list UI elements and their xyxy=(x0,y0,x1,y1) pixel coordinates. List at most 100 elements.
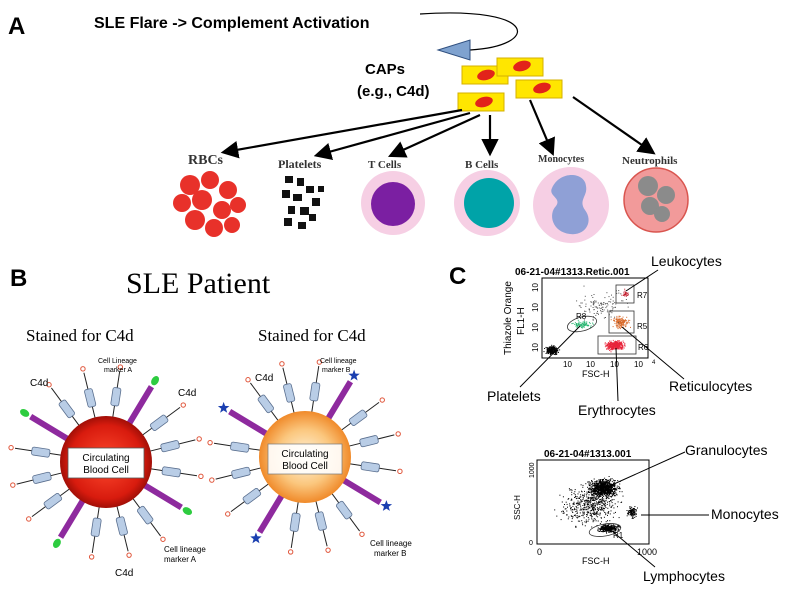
gate-r7-label: R7 xyxy=(637,291,648,300)
left-c4d-label-b: C4d xyxy=(178,388,196,399)
cap-block-icon xyxy=(515,79,563,99)
right-cell-label-line2: Blood Cell xyxy=(282,461,328,472)
marker-b-icon xyxy=(380,500,393,511)
left-c4d-schematic: Stained for C4d Circulating Blood Cell C… xyxy=(8,326,206,579)
right-cell-label-line1: Circulating xyxy=(281,449,328,460)
plot2-events xyxy=(554,476,638,534)
neutrophil-icon xyxy=(623,167,689,233)
lineage-marker-stalk xyxy=(142,482,183,511)
lineage-marker-stalk xyxy=(325,380,354,421)
panel-b-letter: B xyxy=(10,265,27,292)
fluor-tag-icon xyxy=(207,439,213,446)
plot1-tick-exponents: 4 xyxy=(652,360,656,366)
c4d-antibody-icon xyxy=(257,394,274,414)
c4d-antibody-icon xyxy=(84,388,97,408)
plot1-frame xyxy=(541,277,649,359)
fluor-tag-icon xyxy=(117,364,124,370)
c4d-antibody-icon xyxy=(110,387,122,407)
fluor-tag-icon xyxy=(287,549,294,555)
fluor-tag-icon xyxy=(180,402,186,408)
left-c4d-label-a: C4d xyxy=(30,378,48,389)
right-marker-bottom-line1: Cell lineage xyxy=(370,539,412,548)
c4d-antibody-icon xyxy=(242,488,262,505)
c4d-antibody-icon xyxy=(314,511,327,531)
fluor-tag-icon xyxy=(397,468,403,475)
fluor-tag-icon xyxy=(10,482,16,488)
left-marker-top-line2: marker A xyxy=(104,367,132,374)
callout-granulocytes: Granulocytes xyxy=(685,442,767,458)
lineage-marker-stalk xyxy=(228,408,269,437)
flow-plot-reticulocytes: 06-21-04#1313.Retic.001 Thiazole Orange … xyxy=(487,253,752,418)
panel-a-letter: A xyxy=(8,13,25,40)
plot1-x-tick: 10 xyxy=(610,360,619,369)
panel-b: B SLE Patient Stained for C4d Circulatin… xyxy=(8,265,412,579)
fluor-tag-icon xyxy=(279,361,285,367)
c4d-antibody-icon xyxy=(289,512,301,532)
plot1-xlabel: FSC-H xyxy=(582,369,610,379)
plot1-events xyxy=(543,285,631,356)
c4d-antibody-icon xyxy=(359,435,379,448)
left-marker-top-line1: Cell Lineage xyxy=(98,358,137,365)
fluor-tag-icon xyxy=(88,554,95,560)
marker-b-icon xyxy=(217,401,230,413)
callout-reticulocytes-line xyxy=(621,326,685,380)
cell-label-neutrophils: Neutrophils xyxy=(622,155,678,167)
plot1-y-tick: 10 xyxy=(531,323,540,332)
plot1-y-tick: 10 xyxy=(531,283,540,292)
marker-a-icon xyxy=(52,538,61,548)
rbc-cluster-icon xyxy=(173,171,246,237)
fluor-tag-icon xyxy=(196,436,202,442)
marker-a-icon xyxy=(151,376,160,386)
plot2-x-tick-zero: 0 xyxy=(537,547,542,557)
c4d-antibody-icon xyxy=(115,516,128,536)
callout-erythrocytes-line xyxy=(615,347,619,402)
gate-r6 xyxy=(597,335,637,355)
b-cell-icon xyxy=(454,170,520,236)
cell-label-platelets: Platelets xyxy=(278,157,322,171)
plot2-y-tick-top: 1000 xyxy=(529,462,536,478)
fluor-tag-icon xyxy=(359,531,365,537)
right-stain-title: Stained for C4d xyxy=(258,326,366,345)
plot2-ylabel: SSC-H xyxy=(513,495,522,520)
cell-label-tcells: T Cells xyxy=(368,159,402,171)
cell-label-bcells: B Cells xyxy=(465,159,499,171)
callout-leukocytes: Leukocytes xyxy=(651,253,722,269)
plot1-ylabel-1: Thiazole Orange xyxy=(503,281,514,355)
left-spokes xyxy=(8,364,204,560)
right-marker-bottom-line2: marker B xyxy=(374,549,406,558)
fluor-tag-icon xyxy=(26,516,32,522)
cell-label-monocytes: Monocytes xyxy=(538,154,584,165)
loop-arrowhead-icon xyxy=(436,39,471,61)
plot2-frame xyxy=(536,459,650,545)
plot1-y-tick: 10 xyxy=(531,343,540,352)
c4d-antibody-icon xyxy=(309,382,321,402)
right-spokes xyxy=(207,359,403,555)
fluor-tag-icon xyxy=(46,382,52,388)
callout-platelets: Platelets xyxy=(487,388,541,404)
fluor-tag-icon xyxy=(325,547,331,553)
c4d-antibody-icon xyxy=(32,471,52,484)
panel-c: C 06-21-04#1313.Retic.001 Thiazole Orang… xyxy=(449,253,779,584)
marker-a-icon xyxy=(182,507,192,516)
fluor-tag-icon xyxy=(126,552,132,558)
caps-label: CAPs xyxy=(365,61,405,78)
plot1-ylabel-2: FL1-H xyxy=(516,307,527,335)
gate-r1 xyxy=(588,523,622,537)
right-marker-top-line1: Cell lineage xyxy=(320,358,357,365)
flow-plot-leukocytes: 06-21-04#1313.001 SSC-H FSC-H 1000 0 0 1… xyxy=(513,442,779,584)
cap-target-arrows xyxy=(220,96,656,160)
plot1-y-tick: 10 xyxy=(531,303,540,312)
callout-leukocytes-line xyxy=(625,269,659,292)
gate-r8-label: R8 xyxy=(576,312,587,321)
c4d-antibody-icon xyxy=(230,441,250,453)
fluor-tag-icon xyxy=(209,477,215,483)
left-cell-label-line1: Circulating xyxy=(82,453,129,464)
callout-platelets-line xyxy=(519,325,581,388)
gate-r6-label: R6 xyxy=(638,343,649,352)
gate-r7 xyxy=(615,284,635,304)
plot1-x-ticks: 10 10 10 10 xyxy=(563,360,643,369)
lineage-marker-stalk xyxy=(126,385,155,426)
cell-type-labels: RBCs Platelets T Cells B Cells Monocytes… xyxy=(188,153,678,171)
plot1-tick-exponent: 4 xyxy=(652,360,656,366)
plot1-header: 06-21-04#1313.Retic.001 xyxy=(515,267,630,278)
